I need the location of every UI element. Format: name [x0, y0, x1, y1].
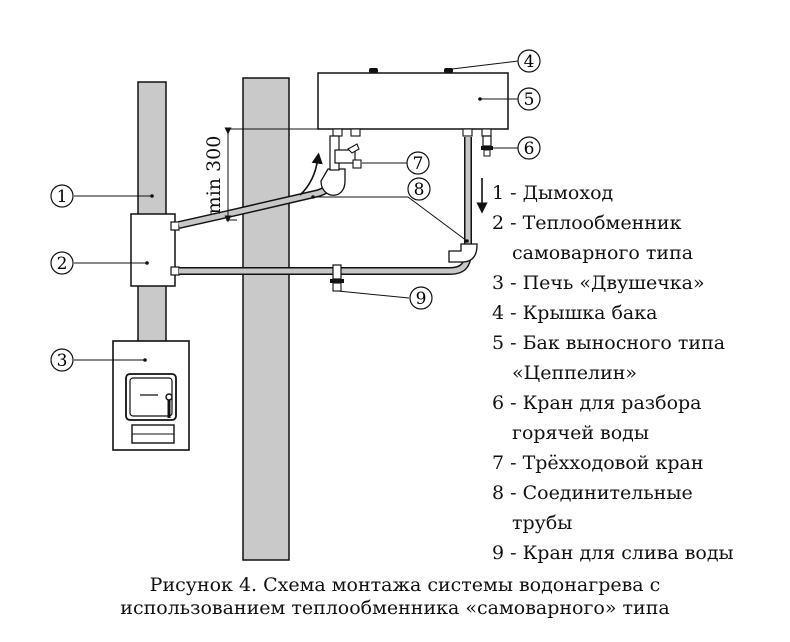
legend-item-1: 1 - Дымоход	[492, 182, 614, 204]
figure-caption: Рисунок 4. Схема монтажа системы водонаг…	[0, 574, 790, 620]
heat-exchanger	[130, 213, 176, 287]
legend-item-7: 7 - Трёхходовой кран	[492, 452, 704, 474]
callout-1: 1	[50, 184, 74, 208]
chimney-pipe	[137, 81, 167, 345]
callout-2: 2	[50, 251, 74, 275]
svg-text:7: 7	[413, 154, 424, 174]
three-way-valve-icon	[329, 135, 362, 171]
svg-text:3: 3	[57, 351, 68, 371]
caption-line-1: Рисунок 4. Схема монтажа системы водонаг…	[149, 574, 661, 596]
caption-line-2: использованием теплообменника «самоварно…	[120, 597, 670, 619]
callout-7: 7	[406, 151, 430, 175]
callout-3: 3	[50, 348, 74, 372]
svg-text:6: 6	[524, 139, 535, 159]
callout-9: 9	[409, 286, 433, 310]
legend-item-5: 5 - Бак выносного типа«Цеппелин»	[492, 332, 726, 384]
stove	[112, 340, 190, 451]
water-tank	[317, 68, 509, 137]
callout-6: 6	[517, 136, 541, 160]
callout-4: 4	[517, 49, 541, 73]
flow-arrow-up-icon	[299, 152, 323, 196]
dimension-min-300: min 300	[203, 127, 335, 223]
legend-item-9: 9 - Кран для слива воды	[492, 542, 734, 564]
hot-water-tap-icon	[481, 135, 493, 157]
svg-text:1: 1	[57, 187, 68, 207]
wall	[242, 77, 290, 561]
svg-text:9: 9	[416, 289, 427, 309]
drain-tap-icon	[330, 264, 344, 292]
installation-diagram: min 300 1 2 3 4 5 6 7 8 9	[50, 49, 541, 561]
callout-5: 5	[517, 87, 541, 111]
legend-item-4: 4 - Крышка бака	[492, 302, 658, 324]
svg-text:4: 4	[524, 52, 535, 72]
svg-text:2: 2	[57, 254, 68, 274]
dimension-label: min 300	[203, 136, 225, 215]
legend-item-3: 3 - Печь «Двушечка»	[492, 272, 705, 294]
callout-8: 8	[407, 177, 431, 201]
svg-text:8: 8	[414, 180, 425, 200]
svg-text:5: 5	[524, 90, 535, 110]
